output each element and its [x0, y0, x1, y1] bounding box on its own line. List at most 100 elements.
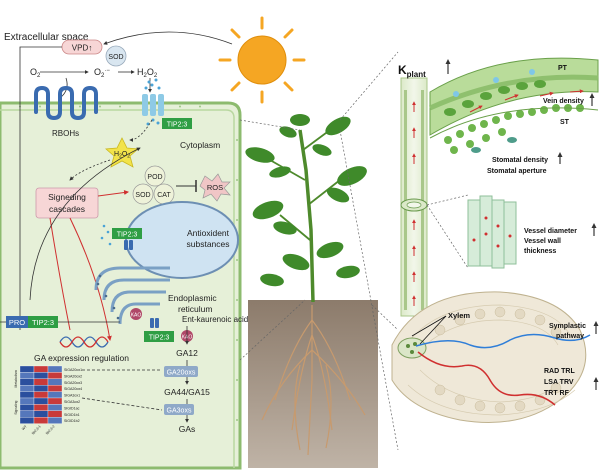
tip23-vac-channel — [124, 240, 133, 250]
symplastic-label-1: Symplastic — [549, 323, 586, 330]
heatmap-cell — [19, 378, 35, 386]
heatmap-cell — [47, 410, 63, 418]
tip23-nuc-badge — [28, 316, 58, 328]
pod-circle — [144, 165, 166, 187]
projection-lines — [239, 51, 399, 451]
heatmap-cell — [47, 404, 63, 411]
heatmap-gene-label: SlGID1ac — [64, 406, 80, 410]
vein-density-label: Vein density — [543, 98, 584, 105]
nucleus-feedback-arrow — [29, 147, 141, 301]
root-cross-section — [391, 291, 591, 423]
heatmap-cell — [33, 378, 49, 386]
ent-kaurenoic-label: Ent-kaurenoic acid — [182, 315, 248, 324]
o2-radical-label: O2·− — [94, 67, 110, 79]
membrane-texture — [19, 105, 238, 421]
heatmap-gene-label: SlGA20ox2 — [64, 374, 82, 378]
antioxident-label-1: Antioxident — [187, 228, 230, 238]
heatmap-cell — [33, 397, 49, 405]
pro-badge — [6, 316, 28, 328]
tip23-er-label: TIP2:3 — [149, 335, 170, 342]
heatmap-cell — [19, 397, 35, 405]
heatmap-gene-label: SlGA3ox2 — [64, 400, 80, 404]
heatmap-cell — [33, 391, 49, 399]
sod-top-circle — [105, 45, 127, 67]
ga3ox-label: GA3oxs — [167, 408, 192, 415]
h2o2-star-label: H2O2 — [114, 151, 130, 160]
stomatal-aperture-label: Stomatal aperture — [487, 168, 547, 175]
stem-column — [400, 77, 428, 317]
er-label-2: reticulum — [178, 304, 212, 314]
vessel-diameter-label: Vessel diameter — [524, 228, 577, 235]
ga12-label: GA12 — [176, 348, 198, 358]
soil — [248, 300, 378, 468]
signal-to-nucleus-line — [49, 217, 71, 331]
xylem-pointer-2 — [411, 315, 447, 337]
stomatal-density-label: Stomatal density — [492, 157, 548, 164]
ribosomes — [96, 274, 120, 320]
lsa-trv-label: LSA TRV — [544, 379, 574, 386]
heatmap-cell — [19, 365, 35, 373]
gas-label: GAs — [179, 424, 196, 434]
sun-icon — [218, 16, 306, 104]
heatmap-cell — [19, 385, 35, 392]
heatmap-cell — [47, 385, 63, 392]
pro-label: PRO — [9, 318, 25, 327]
heatmap-gene-label: SlGA20ox3 — [64, 381, 82, 385]
heatmap-cell — [19, 404, 35, 411]
vpd-label: VPD↑ — [72, 44, 92, 53]
sod-top-label: SOD — [108, 54, 123, 61]
ga-expr-label: GA expression regulation — [34, 353, 129, 363]
heatmap-cell — [19, 391, 35, 399]
ros-burst-icon — [199, 173, 231, 202]
tip23-top-label: TIP2:3 — [167, 122, 188, 129]
heatmap-cell — [47, 365, 63, 373]
rbohs-channel — [34, 85, 98, 121]
water-dots-vac — [100, 224, 112, 246]
heatmap-cell — [33, 417, 49, 424]
heatmap-cell — [33, 365, 49, 373]
h2o2-top-label: H2O2 — [137, 67, 158, 79]
vpd-feedback-line — [19, 46, 62, 330]
tip23-nuc-label: TIP2:3 — [32, 318, 54, 327]
er-label-1: Endoplasmic — [168, 293, 217, 303]
xylem-label: Xylem — [448, 311, 470, 320]
ga20ox-label: GA20oxs — [167, 370, 196, 377]
pod-label: POD — [147, 174, 162, 181]
h2o2-to-signal-dashed — [69, 159, 111, 181]
xylem-pointer — [419, 315, 447, 345]
trt-rf-label: TRT RF — [544, 390, 570, 397]
heatmap-group-label: Metabolism — [14, 370, 18, 388]
sod-label: SOD — [135, 192, 150, 199]
signal-to-ga-arrow — [69, 217, 112, 341]
ga44-label: GA44/GA15 — [164, 387, 210, 397]
heatmap-gene-label: SlGA3ox1 — [64, 394, 80, 398]
tip23-vac-label: TIP2:3 — [117, 232, 138, 239]
h2o2-star-icon — [105, 137, 139, 168]
dna-icon — [59, 336, 109, 348]
cytoplasm-label: Cytoplasm — [180, 140, 220, 150]
heatmap-group-label: Signaling — [14, 401, 18, 415]
vessel-projection — [426, 194, 469, 269]
sun-to-vpd-arrow — [103, 31, 233, 45]
ros-label: ROS — [207, 183, 223, 192]
heatmap-cell — [47, 378, 63, 386]
vessel-wall-label-1: Vessel wall — [524, 238, 561, 245]
heatmap-cell — [19, 417, 35, 424]
rad-trl-label: RAD TRL — [544, 368, 575, 375]
heatmap-cell — [33, 385, 49, 392]
rbohs-label: RBOHs — [52, 129, 79, 138]
tomato-plant — [245, 114, 367, 456]
heatmap-cell — [47, 372, 63, 379]
extracellular-space-label: Extracellular space — [4, 32, 89, 43]
heatmap-gene-label: SlGA20ox1 — [64, 368, 82, 372]
heatmap-cell — [47, 417, 63, 424]
k-plant-label: Kplant — [398, 63, 426, 79]
tip23-er-badge — [144, 331, 174, 342]
cat-label: CAT — [157, 192, 171, 199]
heatmap-gene-label: SlGID1b2 — [64, 419, 80, 423]
signeding-label: Signeding — [48, 192, 86, 202]
ga-heatmap: SlGA20ox1SlGA20ox2SlGA20ox3SlGA20ox4SlGA… — [14, 365, 82, 435]
tip-to-h2o2-dashed — [129, 119, 153, 142]
heatmap-col-label: tip2;3-2 — [45, 424, 56, 435]
kao-1-circle — [130, 308, 142, 320]
